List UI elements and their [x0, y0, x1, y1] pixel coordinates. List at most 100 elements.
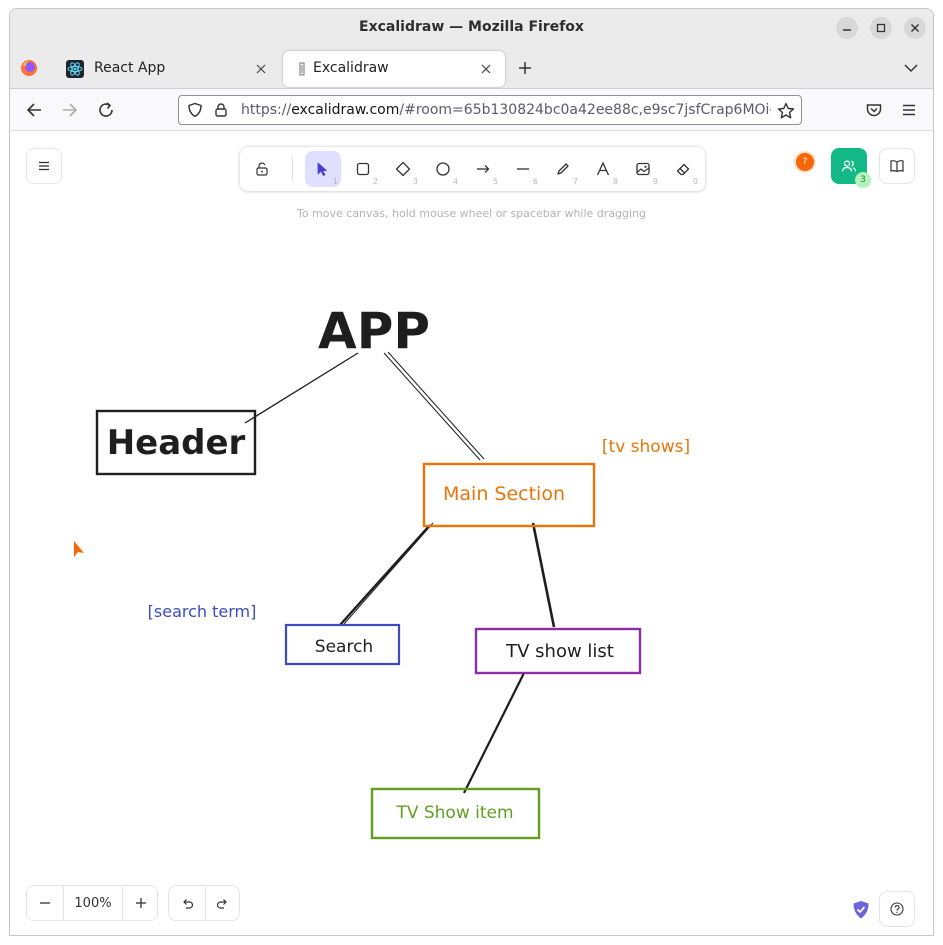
zoom-controls: 100% [26, 885, 158, 921]
diagram-drawing[interactable]: APP Header Main Section [tv shows] [sear… [10, 131, 933, 935]
shield-icon[interactable] [187, 102, 203, 122]
list-all-tabs-button[interactable] [902, 59, 920, 77]
url-bar[interactable]: https://excalidraw.com/#room=65b130824bc… [178, 95, 802, 125]
canvas-hint: To move canvas, hold mouse wheel or spac… [296, 207, 647, 220]
main-section-label: Main Section [443, 483, 565, 505]
arrow-tool-button[interactable]: 5 [465, 151, 501, 187]
line-main-search-stroke2 [343, 522, 434, 625]
users-icon [841, 160, 857, 172]
selection-tool-button[interactable]: 1 [305, 151, 341, 187]
image-tool-button[interactable]: 9 [625, 151, 661, 187]
search-box[interactable] [284, 623, 401, 666]
maximize-icon [876, 23, 886, 33]
line-app-header[interactable] [244, 352, 359, 424]
bookmark-star-icon[interactable] [777, 102, 795, 124]
diamond-tool-button[interactable]: 3 [385, 151, 421, 187]
lock-icon[interactable] [213, 102, 229, 122]
minimize-button[interactable] [836, 17, 858, 39]
redo-button[interactable] [205, 886, 241, 920]
tab-label: React App [94, 60, 166, 76]
line-tool-button[interactable]: 6 [505, 151, 541, 187]
line-main-search[interactable] [339, 524, 431, 626]
zoom-in-button[interactable] [123, 886, 159, 920]
new-tab-button[interactable] [514, 57, 536, 79]
pencil-icon [557, 163, 569, 175]
main-menu-button[interactable] [26, 148, 62, 184]
tv-show-list-box[interactable] [474, 627, 642, 675]
app-label[interactable]: APP [318, 302, 430, 360]
help-button[interactable] [879, 891, 915, 927]
reload-icon [99, 102, 113, 117]
pocket-button[interactable] [862, 98, 886, 122]
excalidraw-canvas[interactable]: APP Header Main Section [tv shows] [sear… [10, 131, 933, 935]
hamburger-icon [39, 161, 49, 171]
undo-icon [183, 899, 194, 909]
ellipse-tool-button[interactable]: 4 [425, 151, 461, 187]
navigation-bar: https://excalidraw.com/#room=65b130824bc… [10, 89, 933, 131]
shortcut-key: 4 [452, 177, 458, 186]
chevron-down-icon [904, 64, 918, 73]
live-collaboration-button[interactable]: 3 [831, 148, 871, 188]
tv-shows-note[interactable]: [tv shows] [602, 437, 690, 457]
text-icon [596, 161, 610, 176]
line-app-main[interactable] [383, 352, 481, 461]
browser-window: Excalidraw — Mozilla Firefox [9, 8, 934, 936]
eraser-tool-button[interactable]: 0 [665, 151, 701, 187]
collaborator-count-badge: 3 [855, 172, 871, 188]
tv-show-item-box[interactable] [370, 787, 541, 840]
shortcut-key: 3 [412, 177, 418, 186]
shortcut-key: 7 [572, 177, 578, 186]
collaborator-avatar[interactable]: ? [794, 151, 816, 173]
zoom-out-button[interactable] [27, 886, 63, 920]
toolbar-divider [292, 157, 293, 181]
line-app-main-stroke2 [387, 351, 485, 460]
eraser-icon [676, 163, 690, 176]
line-main-list[interactable] [531, 522, 556, 628]
main-section-box[interactable] [422, 462, 596, 528]
shortcut-key: 6 [532, 177, 538, 186]
header-box[interactable] [95, 409, 257, 476]
plus-icon [519, 62, 531, 74]
shortcut-key: 8 [612, 177, 618, 186]
avatar-initial: ? [802, 157, 808, 167]
close-tab-icon[interactable] [252, 60, 270, 78]
window-title: Excalidraw — Mozilla Firefox [359, 19, 584, 35]
shortcut-key: 1 [332, 177, 338, 186]
maximize-button[interactable] [870, 17, 892, 39]
circle-icon [436, 162, 450, 176]
react-icon [66, 60, 84, 78]
url-path: /#room=65b130824bc0a42ee88c,e9sc7jsfCrap… [399, 102, 771, 118]
line-list-item[interactable] [463, 672, 525, 794]
close-tab-icon[interactable] [477, 60, 495, 78]
url-prefix: https:// [241, 102, 292, 118]
tab-react-app[interactable]: React App [58, 51, 280, 87]
back-button[interactable] [22, 98, 46, 122]
library-button[interactable] [879, 148, 915, 184]
undo-button[interactable] [169, 886, 205, 920]
close-window-button[interactable] [904, 17, 926, 39]
tv-show-list-label: TV show list [505, 641, 614, 662]
reload-button[interactable] [94, 98, 118, 122]
header-label: Header [107, 423, 246, 463]
zoom-level[interactable]: 100% [63, 886, 123, 920]
rectangle-tool-button[interactable]: 2 [345, 151, 381, 187]
url-text[interactable]: https://excalidraw.com/#room=65b130824bc… [241, 102, 771, 118]
app-menu-button[interactable] [897, 98, 921, 122]
diamond-icon [395, 161, 411, 177]
draw-tool-button[interactable]: 7 [545, 151, 581, 187]
unlock-icon [256, 162, 268, 176]
tab-excalidraw[interactable]: Excalidraw [283, 51, 505, 87]
encryption-badge[interactable] [852, 900, 870, 920]
book-icon [890, 160, 904, 173]
line-icon [517, 168, 529, 170]
text-tool-button[interactable]: 8 [585, 151, 621, 187]
tab-label: Excalidraw [313, 60, 389, 76]
lock-tool-button[interactable] [244, 151, 280, 187]
firefox-icon[interactable] [20, 59, 38, 77]
shape-toolbar: 1 2 3 4 5 6 7 [240, 147, 705, 191]
search-term-note[interactable]: [search term] [148, 602, 257, 621]
forward-button[interactable] [58, 98, 82, 122]
image-icon [636, 162, 650, 176]
plus-icon [136, 898, 146, 908]
pocket-icon [866, 104, 882, 117]
